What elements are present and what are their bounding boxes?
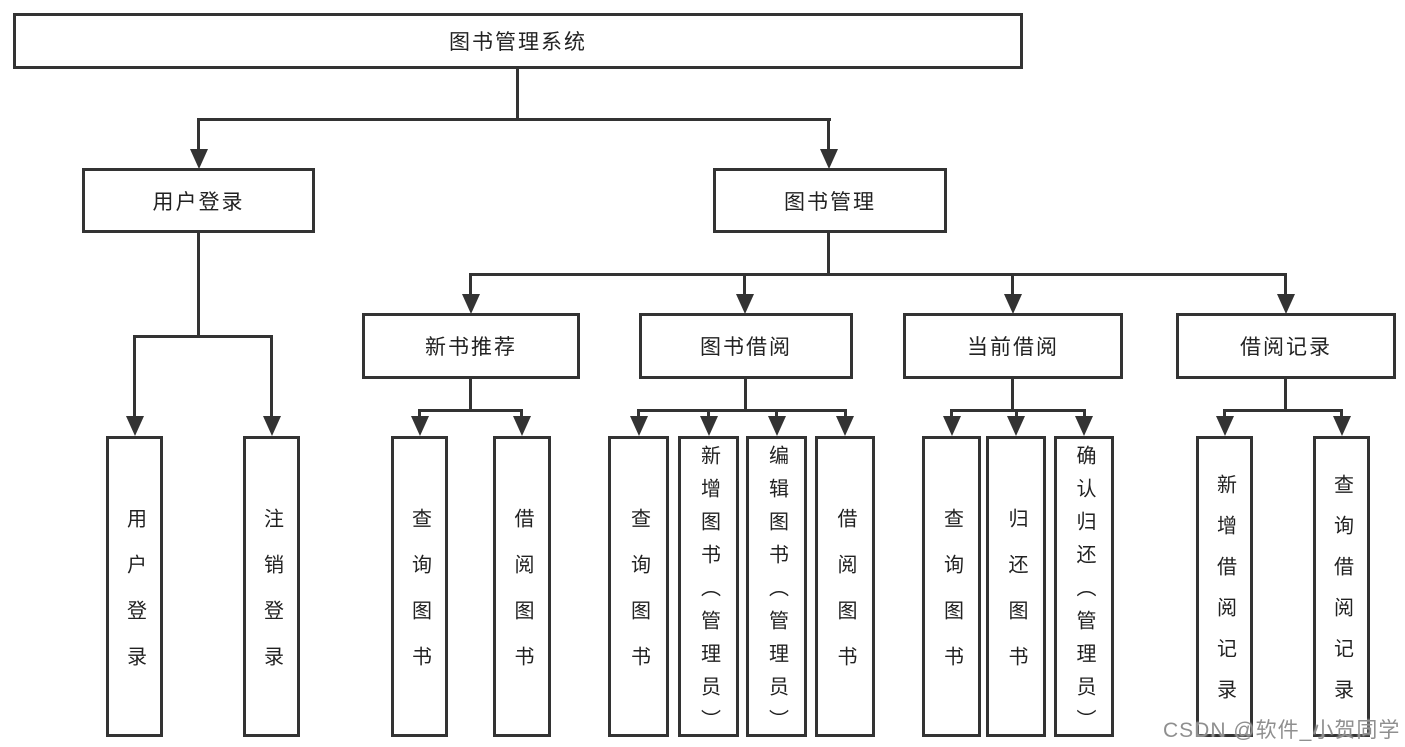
edge-user-login-split	[133, 335, 273, 338]
edge-leaf-stub	[950, 409, 953, 418]
node-label: 借阅记录	[1240, 336, 1332, 359]
leaf-add-borrow-record: 新增借阅记录	[1196, 436, 1253, 737]
arrow-down-icon	[263, 416, 281, 436]
leaf-label: 编辑图书（管理员）	[765, 444, 788, 742]
node-label: 图书管理	[784, 190, 876, 214]
edge-leaf-stub	[1083, 409, 1086, 418]
edge-leaf-stub	[707, 409, 710, 418]
arrow-down-icon	[820, 149, 838, 169]
edge-book-mgmt-split	[469, 273, 1287, 276]
leaf-query-books-borrow: 查询图书	[608, 436, 669, 737]
csdn-watermark: CSDN @软件_小贺同学	[1163, 719, 1401, 742]
edge-current-stem	[1011, 379, 1014, 409]
node-book-management: 图书管理	[713, 168, 947, 233]
arrow-down-icon	[513, 416, 531, 436]
leaf-return-books: 归还图书	[986, 436, 1046, 737]
edge-to-book-mgmt	[827, 118, 830, 150]
leaf-label: 查询图书	[940, 507, 963, 692]
edge-new-rec-stem	[469, 379, 472, 409]
node-label: 图书管理系统	[449, 31, 587, 54]
leaf-add-books-admin: 新增图书（管理员）	[678, 436, 739, 742]
edge-leaf-stub	[1223, 409, 1226, 418]
leaf-label: 新增图书（管理员）	[697, 444, 720, 742]
leaf-edit-books-admin: 编辑图书（管理员）	[746, 436, 807, 742]
edge-root-stem	[516, 69, 519, 118]
edge-to-current-borrow	[1011, 273, 1014, 296]
arrow-down-icon	[1216, 416, 1234, 436]
leaf-logout: 注销登录	[243, 436, 300, 737]
node-book-borrowing: 图书借阅	[639, 313, 853, 379]
arrow-down-icon	[1007, 416, 1025, 436]
edge-leaf-stub	[637, 409, 640, 418]
leaf-borrow-books-rec: 借阅图书	[493, 436, 551, 737]
edge-to-book-borrow	[743, 273, 746, 296]
arrow-down-icon	[1333, 416, 1351, 436]
edge-leaf-stub	[844, 409, 847, 418]
edge-leaf-stub	[1015, 409, 1018, 418]
leaf-label: 注销登录	[260, 507, 283, 692]
arrow-down-icon	[736, 294, 754, 314]
arrow-down-icon	[462, 294, 480, 314]
arrow-down-icon	[768, 416, 786, 436]
edge-leaf-stub	[775, 409, 778, 418]
leaf-query-books-current: 查询图书	[922, 436, 981, 737]
leaf-label: 借阅图书	[834, 507, 856, 692]
edge-to-logout-leaf	[270, 335, 273, 416]
edge-leaf-stub	[418, 409, 421, 418]
node-label: 当前借阅	[967, 336, 1059, 359]
node-label: 用户登录	[152, 190, 245, 214]
leaf-label: 查询图书	[627, 507, 650, 692]
leaf-label: 借阅图书	[511, 507, 533, 692]
edge-user-login-stem	[197, 233, 200, 335]
edge-to-login-leaf	[133, 335, 136, 416]
edge-book-borrow-stem	[744, 379, 747, 409]
edge-to-user-login	[197, 118, 200, 150]
edge-new-rec-split	[418, 409, 523, 412]
leaf-query-books-rec: 查询图书	[391, 436, 448, 737]
edge-to-new-rec	[469, 273, 472, 296]
leaf-label: 查询借阅记录	[1330, 474, 1353, 720]
leaf-query-borrow-record: 查询借阅记录	[1313, 436, 1370, 737]
node-label: 图书借阅	[700, 336, 792, 359]
node-library-system: 图书管理系统	[13, 13, 1023, 69]
leaf-label: 用户登录	[123, 507, 146, 692]
leaf-borrow-books: 借阅图书	[815, 436, 875, 737]
edge-to-borrow-records	[1284, 273, 1287, 296]
leaf-label: 查询图书	[408, 507, 431, 692]
node-current-borrowing: 当前借阅	[903, 313, 1123, 379]
edge-leaf-stub	[520, 409, 523, 418]
leaf-label: 确认归还（管理员）	[1073, 444, 1095, 742]
node-user-login: 用户登录	[82, 168, 315, 233]
arrow-down-icon	[126, 416, 144, 436]
node-new-book-recommend: 新书推荐	[362, 313, 580, 379]
arrow-down-icon	[1004, 294, 1022, 314]
arrow-down-icon	[943, 416, 961, 436]
arrow-down-icon	[1277, 294, 1295, 314]
arrow-down-icon	[190, 149, 208, 169]
node-label: 新书推荐	[425, 336, 517, 359]
arrow-down-icon	[836, 416, 854, 436]
leaf-label: 新增借阅记录	[1213, 474, 1236, 720]
edge-root-split	[197, 118, 831, 121]
edge-book-mgmt-stem	[827, 233, 830, 273]
node-borrow-records: 借阅记录	[1176, 313, 1396, 379]
edge-leaf-stub	[1340, 409, 1343, 418]
leaf-confirm-return-admin: 确认归还（管理员）	[1054, 436, 1114, 742]
arrow-down-icon	[411, 416, 429, 436]
edge-records-split	[1223, 409, 1342, 412]
arrow-down-icon	[1075, 416, 1093, 436]
edge-book-borrow-split	[637, 409, 846, 412]
arrow-down-icon	[630, 416, 648, 436]
edge-records-stem	[1284, 379, 1287, 409]
arrow-down-icon	[700, 416, 718, 436]
leaf-label: 归还图书	[1005, 507, 1027, 692]
leaf-user-login: 用户登录	[106, 436, 163, 737]
